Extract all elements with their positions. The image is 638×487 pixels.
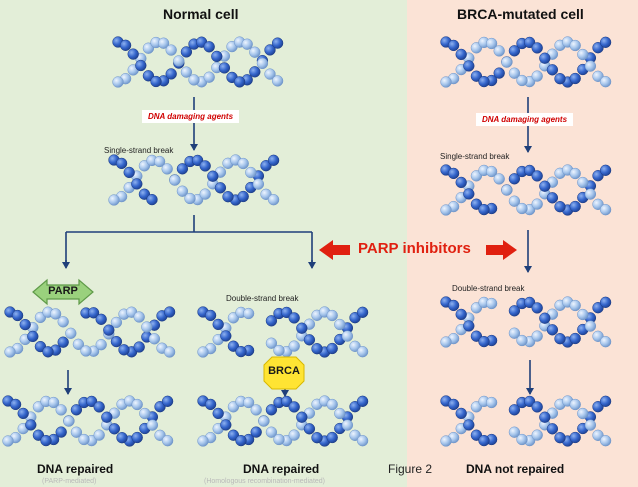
dna-repaired-hr: [197, 395, 369, 447]
outcome-hr-title: DNA repaired: [243, 462, 320, 476]
double-strand-break-label-left: Double-strand break: [226, 294, 299, 303]
dna-intact-left: [112, 36, 284, 88]
parp-badge: PARP: [48, 285, 78, 297]
branch-lines: [65, 215, 313, 266]
damaging-agents-label-right: DNA damaging agents: [476, 113, 574, 126]
single-strand-break-label-right: Single-strand break: [440, 152, 510, 161]
dna-repaired-parp: [2, 395, 174, 447]
dna-broken-right: [440, 395, 612, 447]
double-strand-break-label-right: Double-strand break: [452, 284, 525, 293]
brca-badge-shape: [263, 356, 305, 390]
dna-dsb-right: [440, 296, 612, 348]
outcome-brca-title: DNA not repaired: [466, 462, 565, 476]
dna-ssb-left: [108, 154, 280, 206]
dna-dsb-left: [197, 306, 369, 358]
outcome-parp-note: (PARP-mediated): [42, 478, 97, 485]
dna-intact-right: [440, 36, 612, 88]
brca-cell-title: BRCA-mutated cell: [457, 6, 584, 22]
dna-ssb-right: [440, 164, 612, 216]
parp-inhibitors-label: PARP inhibitors: [358, 240, 471, 257]
brca-badge: BRCA: [268, 365, 300, 377]
inhibitor-arrow-left: [319, 240, 350, 260]
dna-parp-repair-target: [4, 306, 176, 358]
outcome-parp-title: DNA repaired: [37, 462, 114, 476]
outcome-hr-note: (Homologous recombination-mediated): [204, 478, 326, 485]
normal-cell-title: Normal cell: [163, 6, 239, 22]
parp-badge-shape: [32, 278, 94, 306]
damaging-agents-label-left: DNA damaging agents: [142, 110, 240, 123]
inhibitor-arrow-right: [486, 240, 517, 260]
single-strand-break-label-left: Single-strand break: [104, 146, 174, 155]
figure-caption: Figure 2: [388, 462, 433, 476]
